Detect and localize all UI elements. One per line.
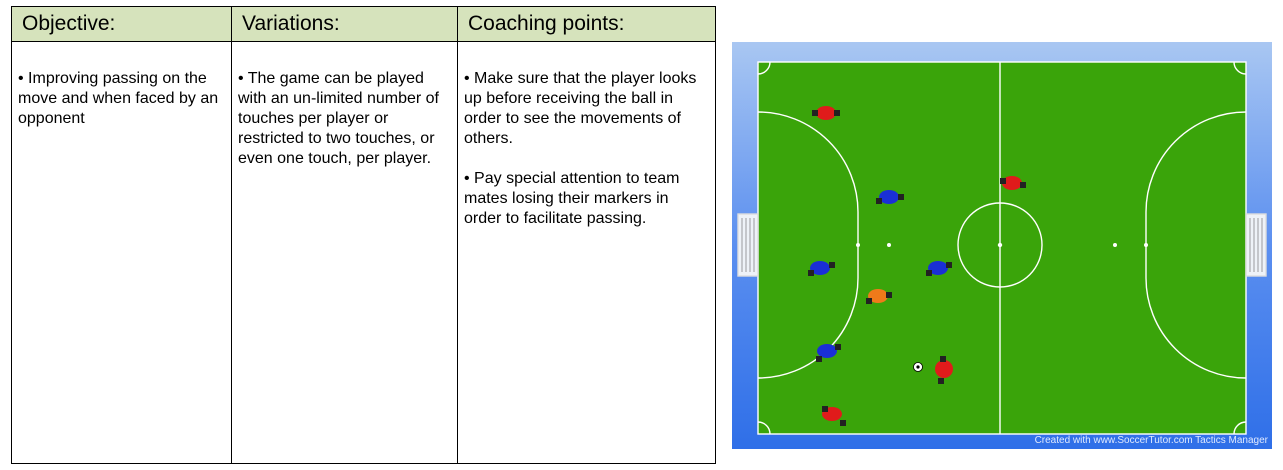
variations-text: • The game can be played with an un-limi… [238, 70, 439, 167]
second-penalty-spot [887, 243, 891, 247]
pitch-svg: Created with www.SoccerTutor.com Tactics… [732, 42, 1272, 449]
corner-arc [1233, 61, 1247, 75]
player-blue [816, 344, 841, 362]
player-red [935, 356, 953, 384]
player-red [1000, 176, 1026, 190]
futsal-pitch-diagram: Created with www.SoccerTutor.com Tactics… [732, 42, 1272, 449]
second-penalty-spot [1113, 243, 1117, 247]
player-blue [926, 261, 952, 276]
objective-cell: • Improving passing on the move and when… [11, 42, 232, 464]
variations-header: Variations: [231, 6, 458, 42]
player-blue [808, 261, 835, 276]
player-blue [876, 190, 904, 204]
pitch-spots [856, 242, 1148, 248]
ball [913, 362, 923, 372]
goal-nets [741, 218, 1263, 272]
corner-arc [1233, 421, 1247, 435]
diagram-credit: Created with www.SoccerTutor.com Tactics… [1035, 435, 1269, 446]
right-goal [1245, 213, 1267, 277]
player-red [812, 106, 840, 120]
corner-arc [757, 421, 771, 435]
pitch-surface [758, 62, 1246, 434]
coaching-cell: • Make sure that the player looks up bef… [457, 42, 716, 464]
coaching-point-2: • Pay special attention to team mates lo… [464, 170, 680, 227]
center-spot [997, 242, 1003, 248]
player-neutral [866, 289, 892, 304]
variations-cell: • The game can be played with an un-limi… [231, 42, 458, 464]
corner-arc [757, 61, 771, 75]
coaching-point-1: • Make sure that the player looks up bef… [464, 70, 697, 147]
center-circle [957, 202, 1043, 288]
objective-text: • Improving passing on the move and when… [18, 70, 219, 127]
coaching-header: Coaching points: [457, 6, 716, 42]
penalty-spot [856, 243, 860, 247]
player-red [822, 406, 846, 426]
session-plan-table: Objective: Variations: Coaching points: … [11, 6, 1276, 464]
penalty-spot [1144, 243, 1148, 247]
objective-header: Objective: [11, 6, 232, 42]
left-goal [737, 213, 759, 277]
